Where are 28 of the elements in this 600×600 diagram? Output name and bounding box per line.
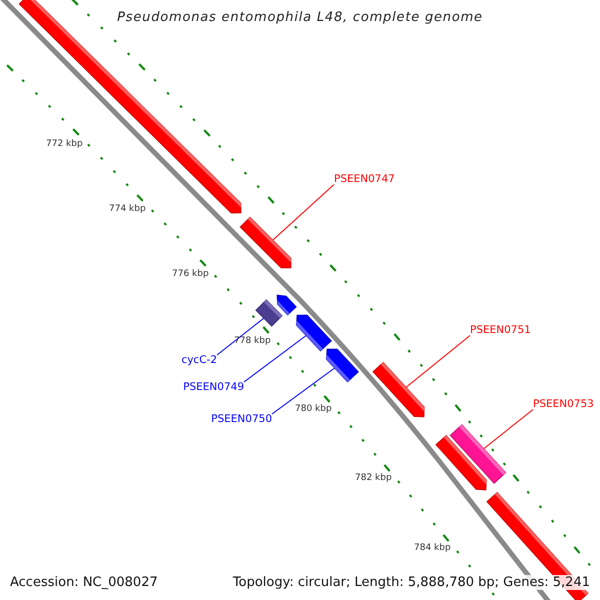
gene-label: PSEEN0747 xyxy=(334,174,395,184)
gene-label: PSEEN0750 xyxy=(211,414,272,424)
leader-line xyxy=(272,184,334,241)
genome-info-text: Accession: NC_008027 xyxy=(8,575,160,590)
leader-line xyxy=(483,409,534,450)
gene-label: PSEEN0751 xyxy=(470,325,531,336)
scale-label: 778 kbp xyxy=(234,337,271,346)
gene-label: cycC-2 xyxy=(181,355,217,366)
gene-feature xyxy=(372,362,425,418)
scale-label: 782 kbp xyxy=(355,474,392,483)
gene-feature xyxy=(435,434,487,490)
gene-feature xyxy=(296,314,332,352)
leader-line xyxy=(406,335,470,388)
leader-line xyxy=(244,335,307,382)
genome-info-text: Topology: circular; Length: 5,888,780 bp; Genes: 5,241 xyxy=(230,575,592,590)
gene-label: PSEEN0749 xyxy=(183,382,244,392)
gene-feature xyxy=(326,348,359,383)
scale-label: 784 kbp xyxy=(414,544,451,553)
diagram-title: Pseudomonas entomophila L48, complete genome xyxy=(116,11,484,24)
gene-feature xyxy=(240,216,292,268)
scale-label: 780 kbp xyxy=(295,405,332,414)
leader-line xyxy=(216,318,264,356)
gene-label: PSEEN0753 xyxy=(533,399,594,410)
leader-line xyxy=(272,368,335,414)
scale-label: 772 kbp xyxy=(46,140,83,149)
gene-feature xyxy=(276,294,297,316)
scale-label: 774 kbp xyxy=(109,205,146,214)
scale-label: 776 kbp xyxy=(172,270,209,279)
